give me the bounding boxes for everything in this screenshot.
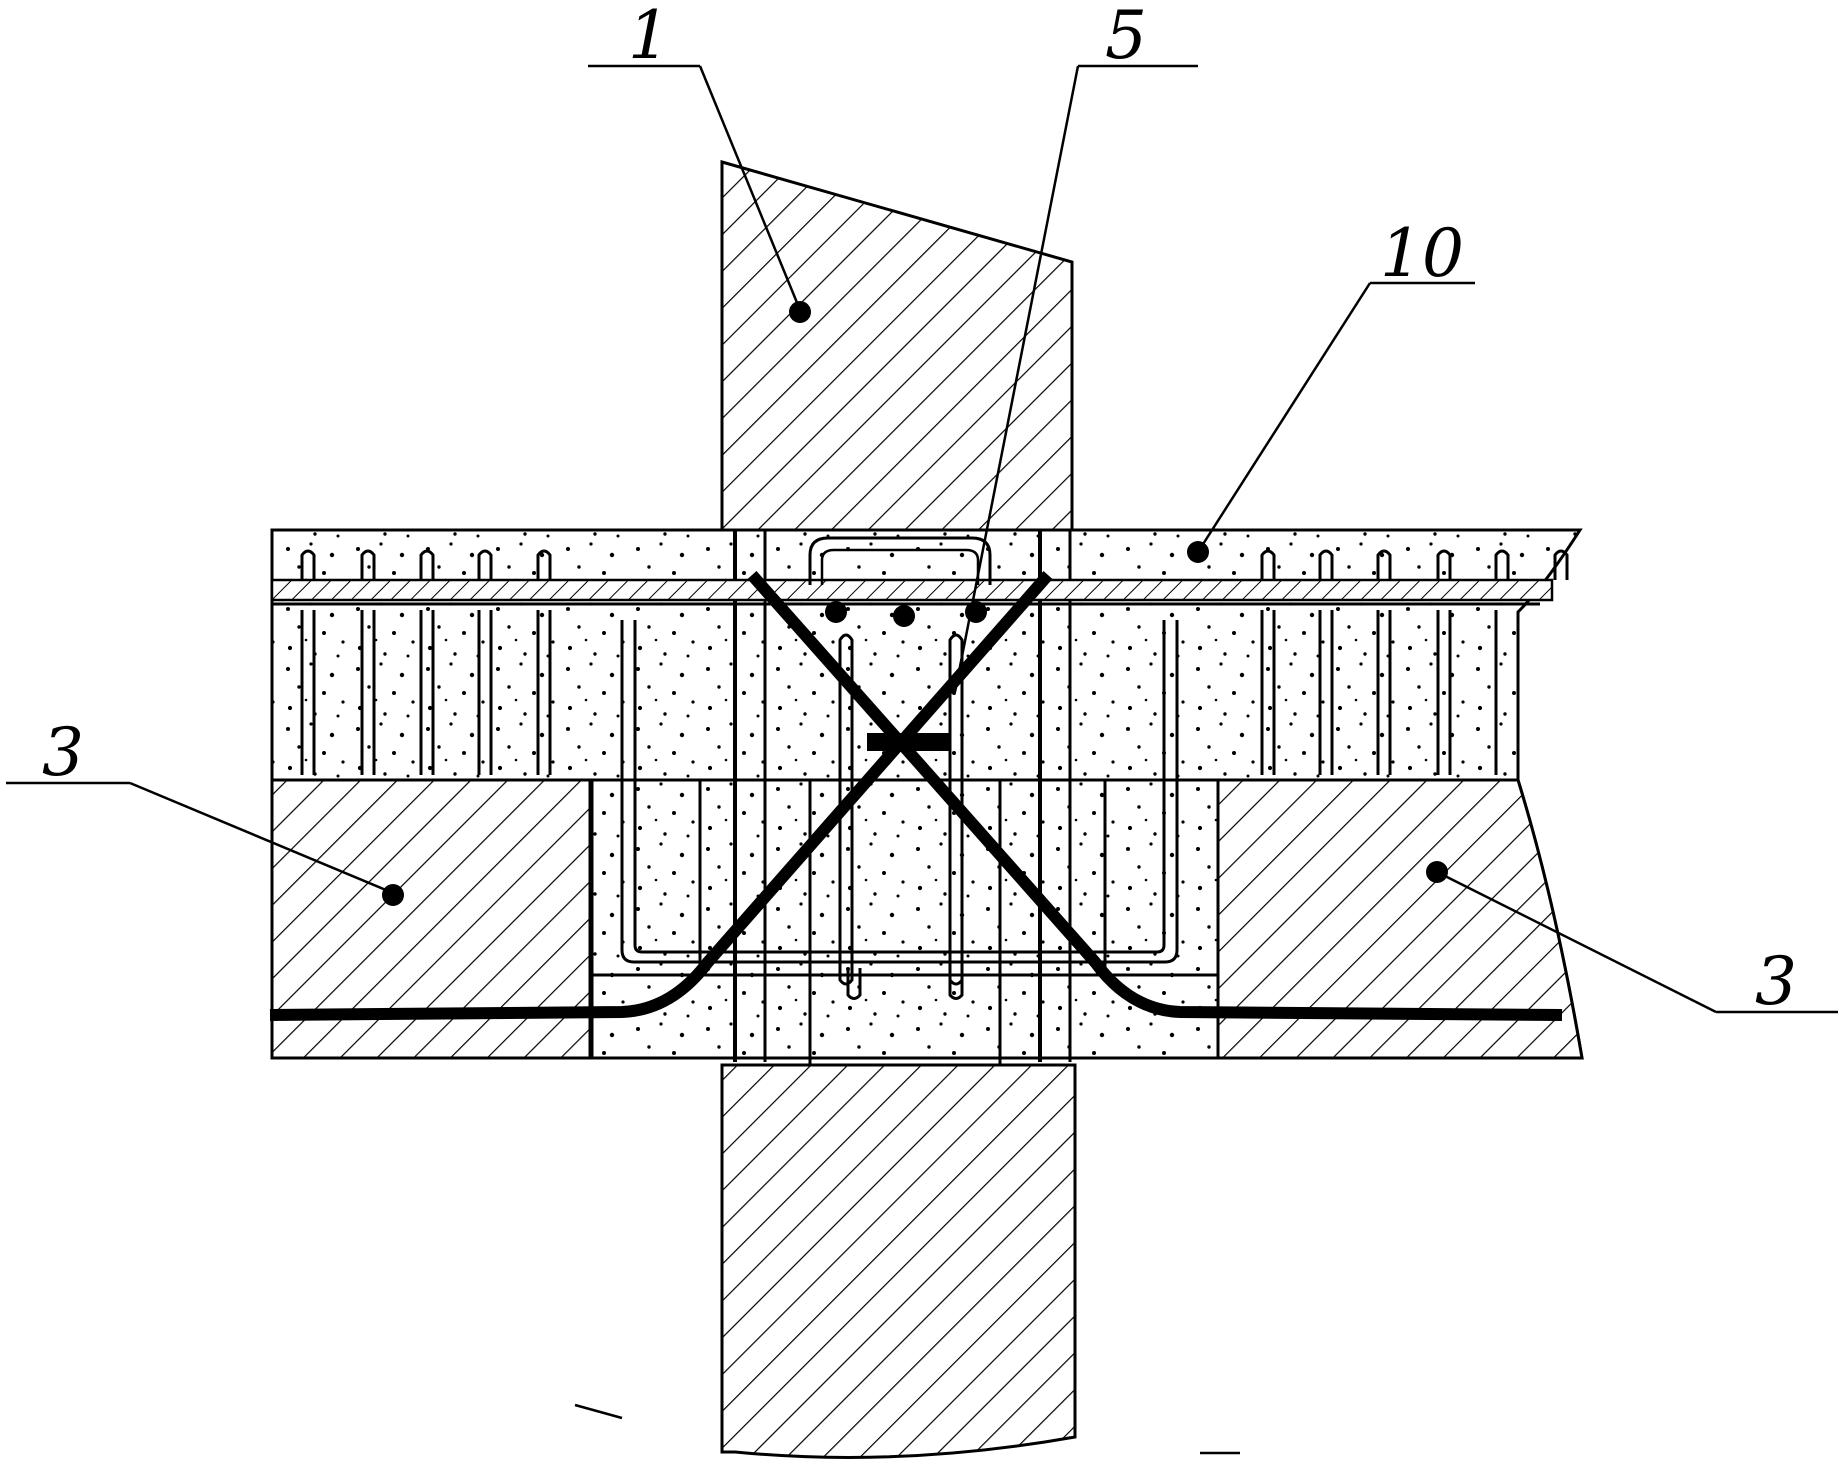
joint-inner-bars bbox=[838, 633, 964, 1000]
rebar-dots bbox=[825, 601, 987, 627]
center-plate bbox=[867, 733, 949, 751]
u-stirrups bbox=[620, 620, 1179, 964]
label-joint-core: 5 bbox=[1105, 0, 1147, 74]
leader-dots bbox=[382, 301, 1448, 906]
right-precast-beam bbox=[1216, 778, 1584, 1060]
slab-top-rebar-strip bbox=[270, 578, 1554, 602]
label-slab: 10 bbox=[1380, 215, 1464, 292]
label-column: 1 bbox=[628, 0, 670, 74]
diagonal-cross-bars bbox=[269, 571, 1563, 1021]
leader-lines bbox=[6, 64, 1838, 1455]
lower-column bbox=[720, 1063, 1077, 1459]
label-beam-right: 3 bbox=[1755, 943, 1797, 1020]
top-hoop bbox=[808, 536, 992, 585]
label-beam-left: 3 bbox=[42, 714, 84, 791]
slab-studs bbox=[300, 549, 1569, 775]
upper-column bbox=[720, 160, 1074, 532]
